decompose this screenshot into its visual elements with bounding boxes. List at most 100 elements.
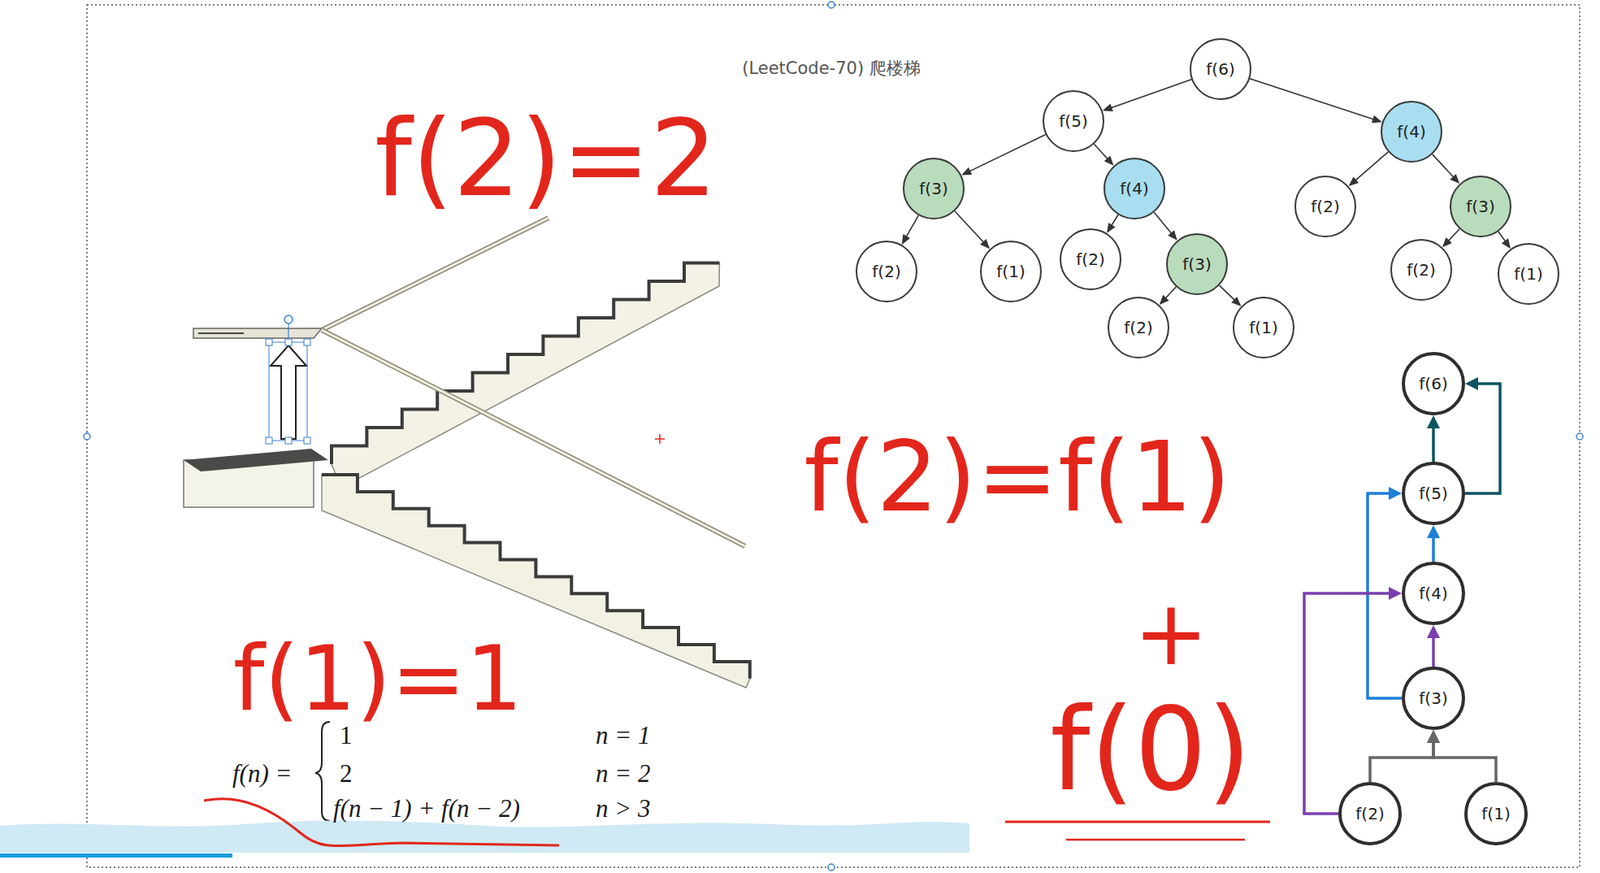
connector [954, 211, 986, 245]
arrowhead [1388, 586, 1402, 600]
formula-part: f(n) = [232, 760, 292, 786]
tree-node: f(2) [1059, 228, 1122, 291]
chain-node: f(3) [1401, 666, 1466, 730]
node-label: f(3) [1465, 197, 1495, 216]
handwritten-note: f(1)=1 [233, 633, 524, 724]
selection-box [268, 342, 308, 441]
connector [1367, 493, 1402, 699]
arrowhead [1426, 729, 1440, 743]
node-label: f(4) [1418, 584, 1448, 603]
node-label: f(3) [1418, 689, 1448, 707]
arrowhead [979, 238, 990, 249]
handrail [321, 217, 549, 330]
formula-part: n = 2 [595, 760, 651, 786]
formula-part: n > 3 [595, 795, 651, 821]
arrowhead [1231, 296, 1241, 307]
connector [1370, 737, 1434, 782]
node-label: f(4) [1396, 122, 1426, 141]
handwritten-note: f(2)=2 [374, 105, 718, 212]
arrowhead [961, 167, 972, 176]
node-label: f(2) [1075, 250, 1105, 269]
chain-node: f(2) [1338, 781, 1402, 846]
floor-slab [193, 328, 322, 339]
selection-handle [285, 338, 292, 346]
node-label: f(2) [1406, 260, 1436, 279]
arrowhead [1167, 229, 1178, 240]
wave-band [0, 820, 970, 853]
up-arrow-shape [270, 345, 307, 439]
frame-handle [828, 1, 835, 9]
tree-node: f(2) [1107, 296, 1170, 359]
arrowhead [1465, 377, 1479, 391]
connector [1465, 383, 1501, 494]
selection-handle [303, 437, 311, 444]
node-label: f(2) [1310, 197, 1340, 216]
hand-underline [1005, 820, 1271, 824]
slab-edge [198, 332, 244, 334]
connector [1249, 78, 1377, 121]
node-label: f(2) [1123, 318, 1153, 337]
tree-node: f(1) [1497, 242, 1560, 305]
connector [1352, 151, 1388, 183]
handrail [321, 329, 746, 547]
chain-node: f(6) [1401, 351, 1466, 416]
landing-top [183, 448, 329, 472]
selection-frame [86, 4, 1580, 868]
formula-part: n = 1 [595, 722, 651, 748]
arrowhead [1449, 173, 1460, 184]
connector [1432, 154, 1457, 180]
arrowhead [1348, 176, 1359, 187]
arrowhead [1106, 222, 1116, 234]
chain-node: f(4) [1401, 561, 1466, 625]
connector [1108, 79, 1193, 109]
selection-handle [285, 437, 292, 444]
rotate-handle [284, 315, 293, 324]
node-label: f(2) [871, 262, 901, 281]
diagram-title: (LeetCode-70) 爬楼梯 [741, 60, 921, 78]
arrowhead [1442, 237, 1453, 248]
frame-handle [83, 433, 91, 440]
tree-node: f(6) [1189, 38, 1252, 100]
hand-underline [1066, 838, 1245, 842]
arrowhead [1371, 115, 1383, 124]
node-label: f(6) [1418, 374, 1448, 393]
repeated-node: f(3) [1166, 233, 1228, 295]
node-label: f(4) [1119, 179, 1149, 198]
connector [966, 134, 1046, 174]
connector [1431, 423, 1436, 462]
selection-handle [265, 338, 273, 346]
arrowhead [1388, 486, 1402, 500]
selection-handle [303, 338, 311, 346]
frame-handle [1576, 433, 1583, 440]
handwritten-note: f(2)=f(1) [804, 428, 1232, 526]
selection-handle [265, 437, 273, 444]
progress-bar [0, 853, 233, 858]
node-label: f(6) [1205, 60, 1235, 79]
tree-node: f(2) [855, 240, 918, 303]
node-label: f(1) [1513, 264, 1543, 283]
repeated-node: f(4) [1380, 100, 1443, 163]
formula-brace [315, 721, 330, 821]
handwritten-note: f(0) [1049, 693, 1252, 807]
cursor-cross [654, 433, 665, 444]
formula-part: 2 [339, 760, 353, 786]
arrowhead [1426, 624, 1440, 638]
arrowhead [1426, 524, 1440, 538]
arrowhead [1501, 238, 1511, 249]
node-label: f(1) [996, 262, 1025, 281]
arrowhead [1159, 294, 1170, 305]
tree-node: f(1) [979, 240, 1042, 303]
repeated-node: f(3) [902, 157, 965, 220]
tree-node: f(2) [1294, 175, 1357, 238]
node-label: f(5) [1418, 484, 1448, 503]
node-label: f(1) [1481, 804, 1510, 823]
connector [1433, 737, 1496, 782]
connector [1304, 593, 1394, 814]
node-label: f(3) [919, 179, 948, 198]
tree-node: f(2) [1390, 238, 1453, 301]
arrowhead [1426, 729, 1440, 743]
chain-node: f(1) [1464, 781, 1528, 846]
